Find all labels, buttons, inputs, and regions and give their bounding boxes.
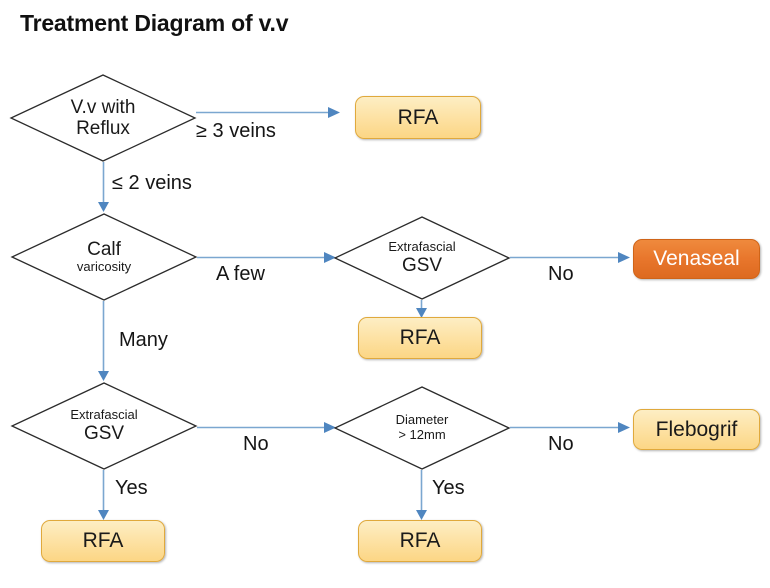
page-title: Treatment Diagram of v.v <box>20 10 289 36</box>
edge-label-no-bottom-left: No <box>243 433 269 455</box>
process-rfa-mid[interactable]: RFA <box>358 317 482 359</box>
edge-label-three-veins: ≥ 3 veins <box>196 120 276 142</box>
connector-calf-to-extrafascial-bottom <box>98 301 109 381</box>
process-rfa-bottom-mid[interactable]: RFA <box>358 520 482 562</box>
process-rfa-mid-label: RFA <box>399 326 441 349</box>
process-rfa-bottom-mid-label: RFA <box>399 529 441 552</box>
connector-diameter-to-rfa-bottom <box>416 470 427 520</box>
decision-calf-varicosity[interactable]: Calf varicosity <box>10 213 198 301</box>
process-venaseal-label: Venaseal <box>653 247 740 270</box>
process-rfa-top-label: RFA <box>397 105 439 129</box>
connector-extrafascial-bottom-to-diameter <box>197 422 336 433</box>
process-rfa-bottom-left[interactable]: RFA <box>41 520 165 562</box>
connector-extrafascial-mid-to-rfa-mid <box>416 300 427 318</box>
decision-vv-reflux[interactable]: V.v with Reflux <box>9 74 197 162</box>
connector-reflux-to-calf <box>98 162 109 212</box>
edge-label-yes-bottom-mid: Yes <box>432 477 465 499</box>
edge-label-a-few: A few <box>216 263 265 285</box>
edge-label-no-bottom-right: No <box>548 433 574 455</box>
connector-diameter-to-flebogrif <box>510 422 630 433</box>
decision-extrafascial-gsv-mid[interactable]: Extrafascial GSV <box>333 216 511 300</box>
process-rfa-top[interactable]: RFA <box>355 96 481 139</box>
edge-label-two-veins: ≤ 2 veins <box>112 172 192 194</box>
edge-label-many: Many <box>119 329 168 351</box>
process-rfa-bottom-left-label: RFA <box>82 529 124 552</box>
connector-extrafascial-bottom-to-rfa <box>98 470 109 520</box>
connector-calf-to-extrafascial-mid <box>197 252 336 263</box>
process-flebogrif-label: Flebogrif <box>655 417 738 441</box>
connector-reflux-to-rfa-top <box>196 107 340 118</box>
decision-diameter[interactable]: Diameter > 12mm <box>333 386 511 470</box>
connector-extrafascial-mid-to-venaseal <box>510 252 630 263</box>
edge-label-yes-bottom-left: Yes <box>115 477 148 499</box>
edge-label-no-mid: No <box>548 263 574 285</box>
process-flebogrif[interactable]: Flebogrif <box>633 409 760 450</box>
process-venaseal[interactable]: Venaseal <box>633 239 760 279</box>
decision-extrafascial-gsv-bottom[interactable]: Extrafascial GSV <box>10 382 198 470</box>
